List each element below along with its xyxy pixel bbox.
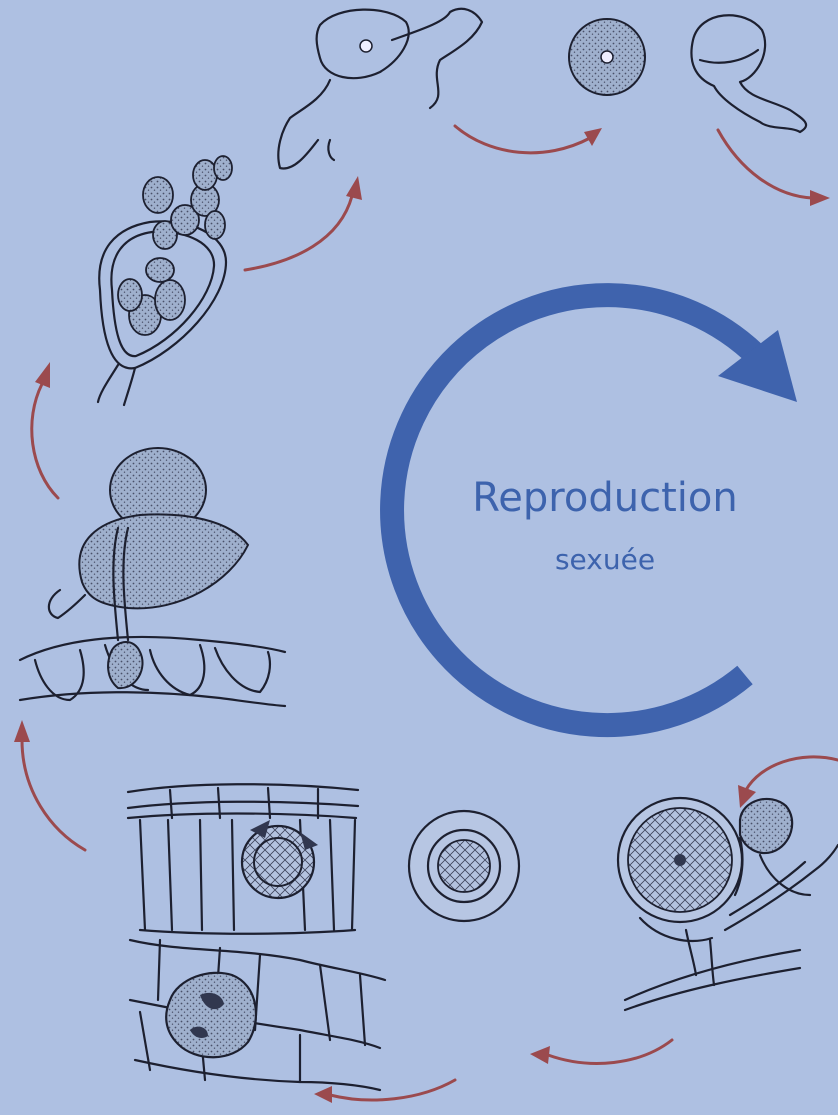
- step-arrow-4: [738, 757, 838, 808]
- step-arrow-1: [245, 176, 362, 270]
- sporangium-on-host-drawing: [20, 448, 285, 706]
- step-arrow-2: [455, 126, 602, 153]
- oospore-drawing: [409, 811, 519, 921]
- diagram-title: Reproduction: [440, 472, 770, 524]
- step-arrow-7: [14, 720, 85, 850]
- germinating-cyst-drawing: [691, 15, 806, 132]
- oogonium-antheridium-drawing: [618, 798, 838, 1010]
- round-cyst-drawing: [569, 19, 645, 95]
- step-arrow-3: [718, 130, 830, 206]
- leaf-tissue-section-drawing: [128, 784, 385, 1090]
- encysted-spore-drawing: [278, 9, 482, 169]
- sporangium-with-zoospores-drawing: [98, 156, 232, 405]
- step-arrow-8: [32, 362, 58, 498]
- diagram-subtitle: sexuée: [440, 542, 770, 578]
- step-arrow-5: [530, 1040, 672, 1064]
